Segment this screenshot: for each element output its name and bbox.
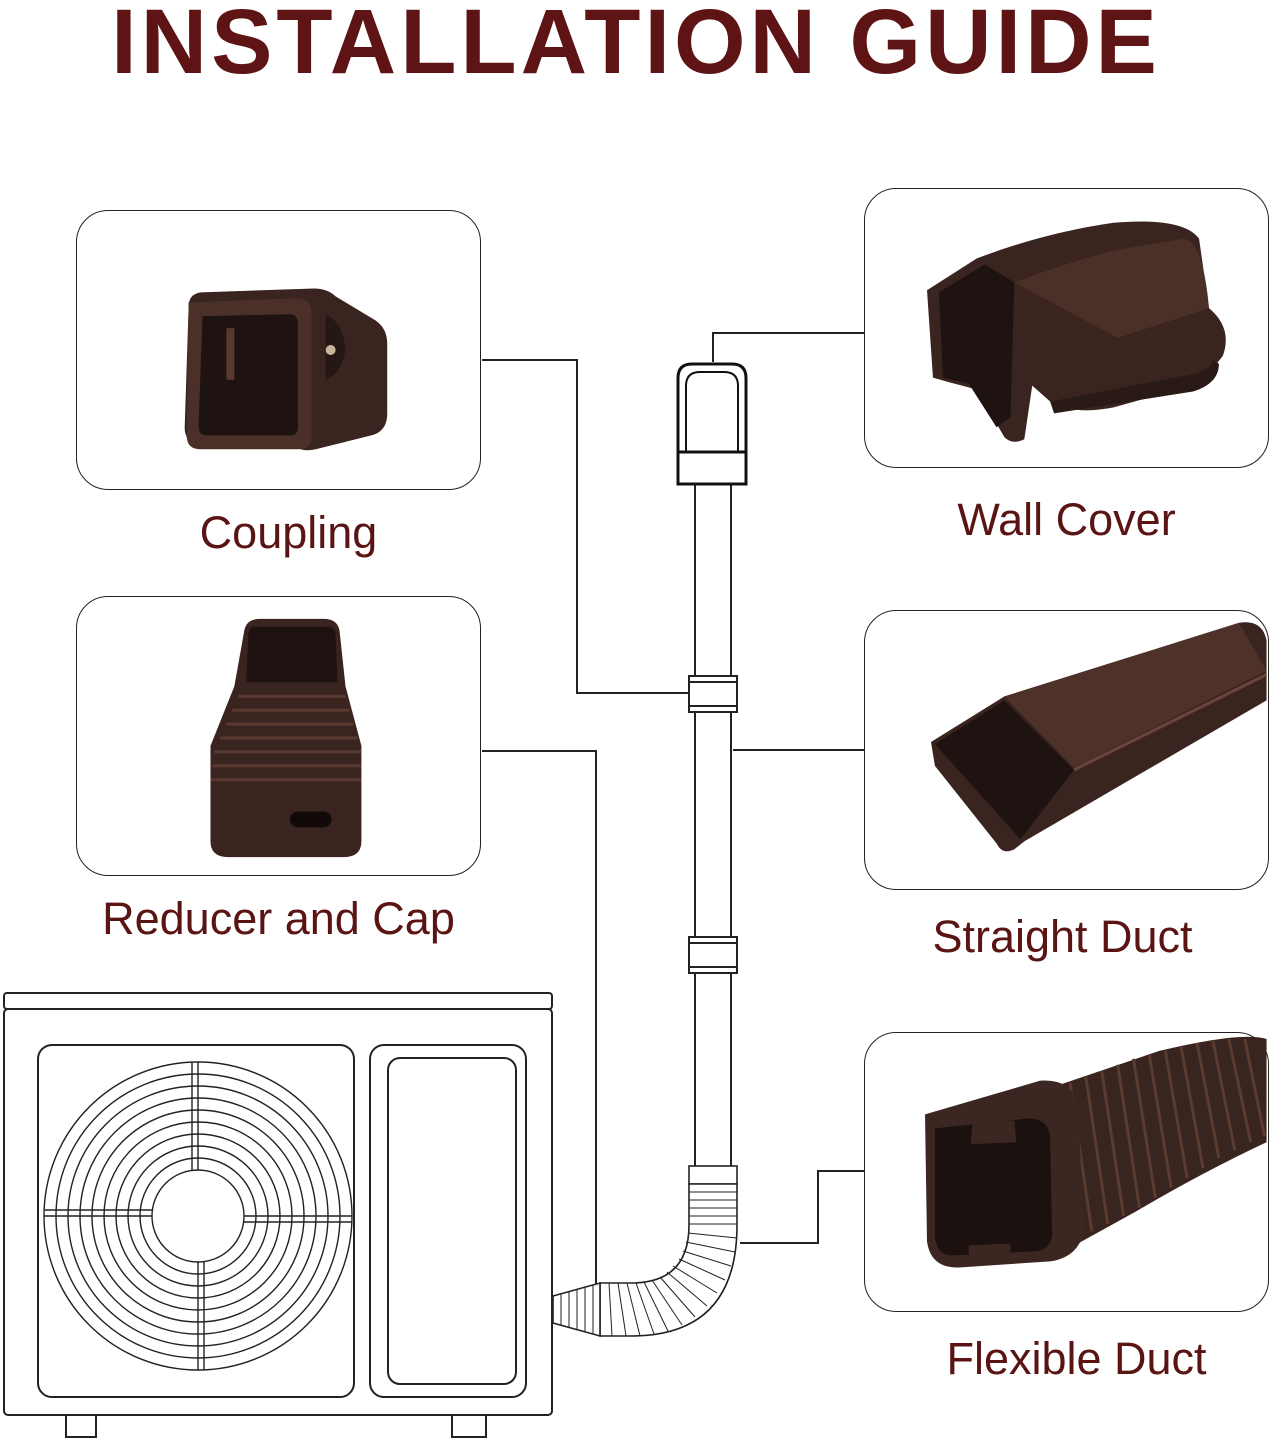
coupling-card	[76, 210, 481, 490]
flexible-duct-card	[864, 1032, 1269, 1312]
straight-duct-card	[864, 610, 1269, 890]
flexible-duct-icon	[925, 1036, 1267, 1268]
page-title: INSTALLATION GUIDE	[111, 0, 1161, 93]
fan-grille-icon	[43, 1061, 353, 1371]
outdoor-unit-diagram	[3, 992, 553, 1438]
wall-cover-label: Wall Cover	[957, 494, 1176, 545]
flexible-duct-label: Flexible Duct	[946, 1333, 1207, 1384]
straight-duct-line	[688, 484, 738, 1168]
flexible-duct-connector-line	[740, 1170, 864, 1244]
reducer-label: Reducer and Cap	[102, 893, 455, 944]
wall-cover-diagram	[676, 362, 748, 486]
wall-cover-connector-line	[712, 332, 864, 362]
coupling-icon	[184, 288, 388, 451]
reducer-card	[76, 596, 481, 876]
coupling-connector-line	[482, 359, 688, 694]
reducer-connector-line	[482, 750, 597, 1290]
coupling-label: Coupling	[199, 507, 378, 558]
reducer-icon	[210, 618, 362, 858]
flexible-duct-diagram	[552, 1165, 738, 1338]
wall-cover-icon	[927, 221, 1226, 442]
wall-cover-card	[864, 188, 1269, 468]
straight-duct-label: Straight Duct	[932, 911, 1193, 962]
straight-duct-icon	[930, 622, 1268, 852]
